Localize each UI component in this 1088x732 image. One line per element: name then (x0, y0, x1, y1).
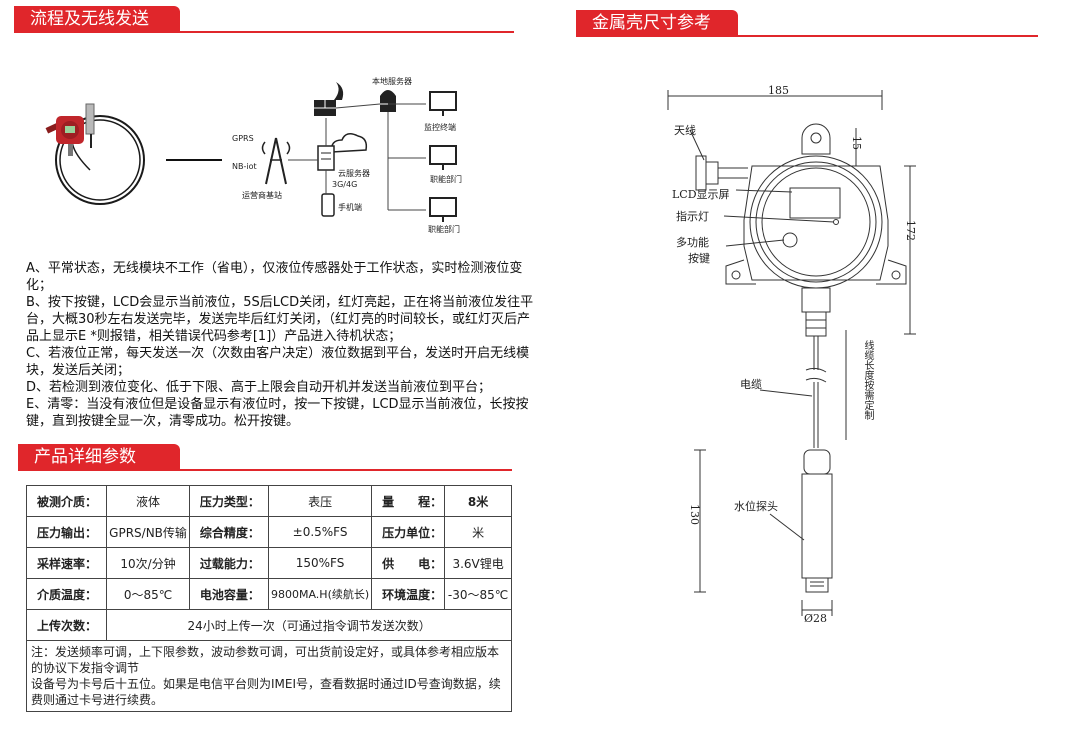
header-rule (18, 469, 512, 471)
description-item: A、平常状态，无线模块不工作（省电），仅液位传感器处于工作状态，实时检测液位变化… (26, 261, 523, 293)
description-item: B、按下按键，LCD会显示当前液位，5S后LCD关闭，红灯亮起，正在将当前液位发… (26, 295, 534, 344)
label-operator-station: 运营商基站 (242, 191, 282, 200)
table-row: 压力输出： GPRS/NB传输 综合精度： ±0.5%FS 压力单位： 米 (25, 516, 512, 548)
firewall-icon (314, 82, 344, 116)
label-dept: 职能部门 (428, 225, 460, 234)
description-item: C、若液位正常，每天发送一次（次数由客户决定）液位数据到平台，发送时开启无线模块… (26, 346, 530, 378)
local-server-icon (380, 90, 396, 112)
param-value: 米 (444, 516, 512, 548)
label-multi-button-2: 按键 (688, 252, 710, 265)
description-item: E、清零：当没有液位但是设备显示有液位时，按一下按键，LCD显示当前液位，长按按… (26, 397, 529, 429)
param-value: GPRS/NB传输 (106, 516, 190, 548)
param-key: 被测介质： (25, 485, 108, 517)
param-key: 电池容量： (188, 578, 269, 610)
param-key: 采样速率： (25, 547, 108, 579)
param-value: 8米 (444, 485, 512, 517)
section-title-flow: 流程及无线发送 (14, 6, 180, 32)
header-rule (576, 35, 1038, 37)
param-value: 3.6V锂电 (444, 547, 512, 579)
monitor-icon (429, 197, 457, 222)
cloud-server-icon (317, 133, 368, 171)
section-title-params: 产品详细参数 (18, 444, 180, 470)
table-row: 上传次数： 24小时上传一次（可通过指令调节发送次数） (25, 609, 512, 641)
dim-body-height: 172 (904, 220, 917, 241)
param-key: 压力单位： (371, 516, 446, 548)
table-row: 采样速率： 10次/分钟 过载能力： 150%FS 供 电： 3.6V锂电 (25, 547, 512, 579)
description-text: A、平常状态，无线模块不工作（省电），仅液位传感器处于工作状态，实时检测液位变化… (26, 260, 540, 430)
params-table: 被测介质： 液体 压力类型： 表压 量 程： 8米 压力输出： GPRS/NB传… (25, 485, 512, 712)
param-value: -30～85℃ (444, 578, 512, 610)
label-cloud-server: 云服务器 (338, 169, 370, 178)
section-header-params: 产品详细参数 (18, 444, 512, 474)
param-value: 24小时上传一次（可通过指令调节发送次数） (106, 609, 512, 641)
dimension-graphic (667, 90, 916, 616)
label-monitor-terminal: 监控终端 (424, 123, 456, 132)
dim-probe-height: 130 (688, 504, 701, 525)
label-mobile: 手机端 (338, 203, 362, 212)
dim-antenna-height: 15 (850, 136, 863, 150)
label-cable-length: 线缆长度按需定制 (862, 340, 873, 420)
header-rule (14, 31, 514, 33)
param-key: 环境温度： (371, 578, 446, 610)
param-note: 注：发送频率可调，上下限参数，波动参数可调，可出货前设定好，或具体参考相应版本的… (26, 640, 512, 712)
param-key: 量 程： (371, 485, 446, 517)
label-indicator: 指示灯 (676, 210, 709, 223)
param-key: 介质温度： (25, 578, 108, 610)
device-image (45, 103, 145, 205)
flow-diagram-graphic (45, 82, 457, 222)
param-value: 9800MA.H(续航长) (267, 578, 373, 610)
table-row: 注：发送频率可调，上下限参数，波动参数可调，可出货前设定好，或具体参考相应版本的… (26, 640, 512, 712)
table-row: 被测介质： 液体 压力类型： 表压 量 程： 8米 (25, 485, 512, 517)
param-key: 压力输出： (25, 516, 108, 548)
flow-diagram: 本地服务器 监控终端 职能部门 职能部门 GPRS NB-iot 运营商基站 云… (20, 60, 520, 250)
label-dept: 职能部门 (430, 175, 462, 184)
section-header-size: 金属壳尺寸参考 (576, 10, 1038, 40)
param-key: 综合精度： (188, 516, 269, 548)
param-value: 0～85℃ (106, 578, 190, 610)
param-key: 供 电： (371, 547, 446, 579)
section-header-flow: 流程及无线发送 (14, 6, 514, 36)
param-key: 过载能力： (188, 547, 269, 579)
label-multi-button: 多功能 (676, 236, 709, 249)
label-probe: 水位探头 (734, 500, 778, 513)
connection-lines (288, 103, 426, 211)
note-line: 注：发送频率可调，上下限参数，波动参数可调，可出货前设定好，或具体参考相应版本的… (31, 645, 500, 675)
dim-probe-diameter: Ø28 (804, 612, 828, 625)
dimension-drawing: 185 15 172 130 Ø28 天线 LCD显示屏 指示灯 多功能 按键 … (660, 70, 920, 730)
description-item: D、若检测到液位变化、低于下限、高于上限会自动开机并发送当前液位到平台； (26, 380, 492, 395)
param-key: 压力类型： (188, 485, 269, 517)
label-cable: 电缆 (740, 378, 762, 391)
param-key: 上传次数： (25, 609, 108, 641)
label-local-server: 本地服务器 (372, 77, 412, 86)
mobile-icon (321, 193, 335, 217)
note-line: 设备号为卡号后十五位。如果是电信平台则为IMEI号，查看数据时通过ID号查询数据… (31, 677, 501, 707)
label-nbiot: NB-iot (232, 162, 257, 171)
param-value: ±0.5%FS (267, 516, 373, 548)
param-value: 表压 (267, 485, 373, 517)
label-antenna: 天线 (674, 124, 696, 137)
monitor-icon (429, 91, 457, 116)
param-value: 液体 (106, 485, 190, 517)
param-value: 10次/分钟 (106, 547, 190, 579)
label-3g4g: 3G/4G (332, 180, 358, 189)
monitor-icon (429, 145, 457, 170)
param-value: 150%FS (267, 547, 373, 579)
dim-width: 185 (768, 84, 789, 97)
label-gprs: GPRS (232, 134, 254, 143)
tower-icon (261, 137, 291, 185)
label-lcd: LCD显示屏 (672, 188, 730, 201)
table-row: 介质温度： 0～85℃ 电池容量： 9800MA.H(续航长) 环境温度： -3… (25, 578, 512, 610)
section-title-size: 金属壳尺寸参考 (576, 10, 738, 36)
